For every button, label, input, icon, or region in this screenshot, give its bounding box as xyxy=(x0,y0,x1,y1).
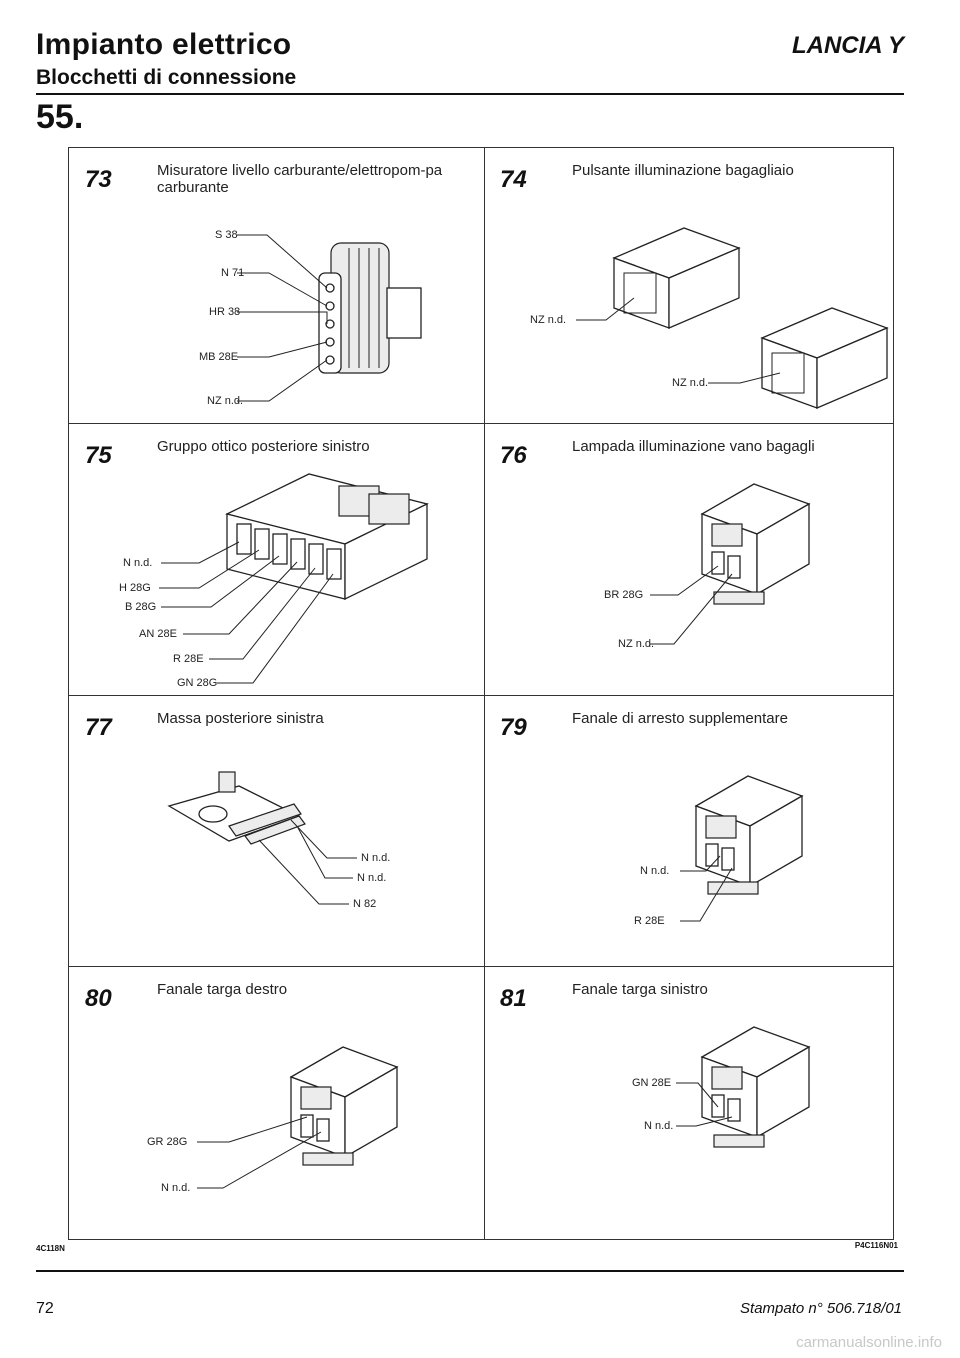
wire-label: H 28G xyxy=(119,582,151,594)
connector-grid: 73 Misuratore livello carburante/elettro… xyxy=(68,147,894,1240)
connector-description: Lampada illuminazione vano bagagli xyxy=(572,438,815,455)
connector-drawing-80: GR 28G N n.d. xyxy=(147,1046,399,1194)
footer-rule xyxy=(36,1270,904,1272)
brand-label: LANCIA Y xyxy=(791,32,904,59)
connector-housing xyxy=(225,473,429,601)
wire-label: NZ n.d. xyxy=(672,377,708,389)
wire-label: GR 28G xyxy=(147,1136,187,1148)
connector-description: Fanale targa sinistro xyxy=(572,981,708,998)
connector-cell-81: 81 Fanale targa sinistro GN 28E N n.d. xyxy=(484,967,897,1239)
section-number: 55. xyxy=(36,98,84,136)
grid-divider-row-3 xyxy=(69,966,893,967)
wire-label: NZ n.d. xyxy=(618,638,654,650)
wire-label: N n.d. xyxy=(357,872,386,884)
connector-drawing-73: S 38 N 71 HR 38 MB 28E NZ n.d. xyxy=(199,229,422,407)
connector-description: Fanale targa destro xyxy=(157,981,288,998)
wire-label: NZ n.d. xyxy=(207,395,243,407)
connector-cell-77: 77 Massa posteriore sinistra N n.d. N n.… xyxy=(69,696,482,966)
connector-cell-80: 80 Fanale targa destro GR 28G N n.d. xyxy=(69,967,482,1239)
connector-housing-lower xyxy=(760,307,889,409)
wire-label: N n.d. xyxy=(361,852,390,864)
connector-drawing-76: BR 28G NZ n.d. xyxy=(604,483,811,650)
connector-number: 75 xyxy=(85,442,112,469)
wire-label: S 38 xyxy=(215,229,238,241)
connector-number: 76 xyxy=(500,442,527,469)
connector-cell-73: 73 Misuratore livello carburante/elettro… xyxy=(69,148,482,423)
connector-number: 74 xyxy=(500,166,527,193)
wire-label: R 28E xyxy=(634,915,665,927)
figure-code-right: P4C116N01 xyxy=(854,1241,898,1250)
ground-plate xyxy=(167,771,306,845)
connector-description: Massa posteriore sinistra xyxy=(157,710,324,727)
wire-label: N 82 xyxy=(353,898,376,910)
figure-code-left: 4C118N xyxy=(36,1244,65,1253)
connector-description: Misuratore livello carburante/elettropom… xyxy=(157,162,443,196)
connector-drawing-77: N n.d. N n.d. N 82 xyxy=(167,771,390,910)
connector-number: 79 xyxy=(500,714,527,741)
wire-label: AN 28E xyxy=(139,628,177,640)
wire-label: B 28G xyxy=(125,601,156,613)
connector-number: 77 xyxy=(85,714,112,741)
grid-divider-row-2 xyxy=(69,695,893,696)
wire-label: BR 28G xyxy=(604,589,643,601)
connector-drawing-79: N n.d. R 28E xyxy=(634,775,804,927)
connector-housing xyxy=(694,775,804,895)
wire-label: GN 28G xyxy=(177,677,217,689)
connector-number: 73 xyxy=(85,166,112,193)
header-rule xyxy=(36,93,904,95)
connector-drawing-81: GN 28E N n.d. xyxy=(632,1026,811,1148)
wire-label: HR 38 xyxy=(209,306,240,318)
page-title: Impianto elettrico xyxy=(36,28,292,61)
wire-label: GN 28E xyxy=(632,1077,671,1089)
print-reference: Stampato n° 506.718/01 xyxy=(740,1300,902,1317)
connector-number: 80 xyxy=(85,985,112,1012)
wire-label: N n.d. xyxy=(161,1182,190,1194)
wire-label: N n.d. xyxy=(644,1120,673,1132)
connector-number: 81 xyxy=(500,985,527,1012)
wire-label: R 28E xyxy=(173,653,204,665)
connector-housing-upper xyxy=(612,227,741,329)
connector-description: Fanale di arresto supplementare xyxy=(572,710,788,727)
connector-cell-79: 79 Fanale di arresto supplementare N n.d… xyxy=(484,696,897,966)
wire-label: N 71 xyxy=(221,267,244,279)
connector-housing xyxy=(700,483,811,605)
wire-label: N n.d. xyxy=(123,557,152,569)
connector-housing xyxy=(289,1046,399,1166)
connector-drawing-74: NZ n.d. NZ n.d. xyxy=(530,227,889,409)
grid-divider-vertical xyxy=(484,148,485,1239)
connector-housing xyxy=(700,1026,811,1148)
connector-drawing-75: N n.d. H 28G B 28G AN 28E R 28E GN 28G xyxy=(119,473,429,689)
page-subtitle: Blocchetti di connessione xyxy=(36,66,297,89)
connector-description: Pulsante illuminazione bagagliaio xyxy=(572,162,794,179)
wire-label: N n.d. xyxy=(640,865,669,877)
watermark: carmanualsonline.info xyxy=(796,1334,942,1351)
connector-housing xyxy=(318,242,422,374)
wire-label: NZ n.d. xyxy=(530,314,566,326)
wire-label: MB 28E xyxy=(199,351,238,363)
connector-cell-76: 76 Lampada illuminazione vano bagagli BR… xyxy=(484,424,897,695)
connector-description: Gruppo ottico posteriore sinistro xyxy=(157,438,370,455)
page-number: 72 xyxy=(36,1300,54,1317)
connector-cell-75: 75 Gruppo ottico posteriore sinistro N n… xyxy=(69,424,482,695)
grid-divider-row-1 xyxy=(69,423,893,424)
connector-cell-74: 74 Pulsante illuminazione bagagliaio NZ … xyxy=(484,148,897,423)
